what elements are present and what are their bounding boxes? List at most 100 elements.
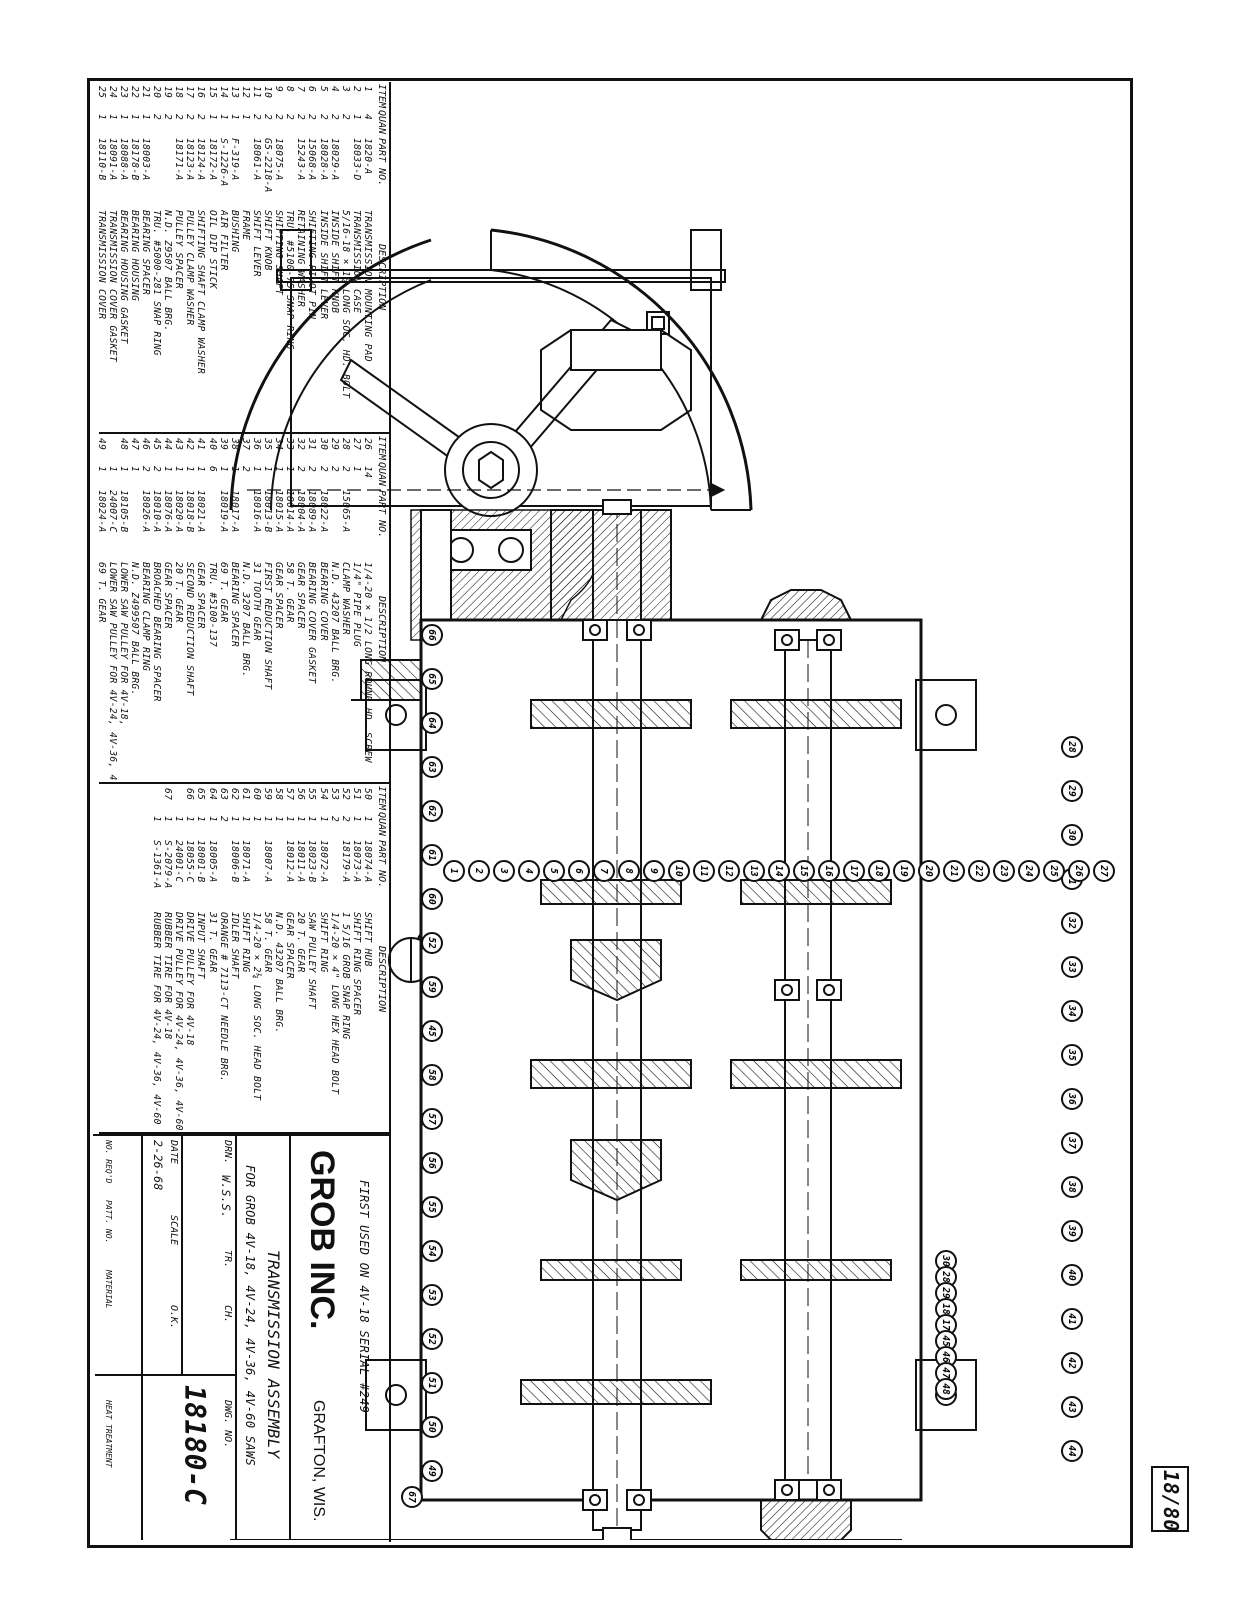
bom-header-item: ITEM	[376, 436, 387, 461]
part-balloon: 15	[793, 860, 815, 882]
bom-item-number: 40	[206, 438, 218, 451]
part-balloon: 12	[718, 860, 740, 882]
part-balloon: 35	[1061, 1044, 1083, 1066]
part-balloon: 16	[818, 860, 840, 882]
bom-item-number: 15	[206, 86, 218, 99]
bom-description: SHIFTING SHAFT CLAMP WASHER	[195, 210, 207, 375]
bom-part-number: 18105-B	[117, 490, 129, 533]
bom-part-number: 15243-A	[295, 138, 307, 181]
bom-quantity: 1	[106, 466, 118, 473]
bom-quantity: 14	[362, 466, 373, 479]
bom-part-number: 18005-A	[206, 840, 218, 883]
part-balloon: 63	[421, 756, 443, 778]
bom-item-number: 10	[262, 86, 274, 99]
bom-quantity: 2	[295, 114, 307, 121]
bom-description: ORANGE # 7113-CT NEEDLE BRG.	[217, 912, 229, 1083]
bom-description: BUSHING	[228, 210, 240, 253]
bom-part-number: 18172-A	[206, 138, 218, 181]
bom-item-number: 18	[173, 86, 185, 99]
part-balloon: 57	[421, 1108, 443, 1130]
label-no-reqd: NO. REQ'D	[104, 1140, 113, 1184]
bom-description: 1/4-20 × 1/2 LONG ROUND HD. SCREW	[362, 562, 373, 763]
bom-quantity: 1	[162, 466, 174, 473]
bom-part-number: 18022-A	[317, 490, 329, 533]
title-vdivider	[95, 1374, 237, 1376]
bom-quantity: 2	[151, 466, 163, 473]
bom-description: GEAR SPACER	[273, 562, 285, 629]
bom-description: FIRST REDUCTION SHAFT	[262, 562, 274, 690]
bom-item-number: 4	[328, 86, 340, 93]
part-balloon: 52	[421, 1328, 443, 1350]
bom-description: BEARING COVER	[317, 562, 329, 641]
label-heat: HEAT TREATMENT	[104, 1400, 113, 1468]
part-balloon: 28	[1061, 736, 1083, 758]
part-balloon: 24	[1018, 860, 1040, 882]
bom-item-number: 38	[228, 438, 240, 451]
part-balloon: 14	[768, 860, 790, 882]
bom-item-number: 1	[362, 86, 373, 93]
bom-quantity: 1	[217, 114, 229, 121]
title-divider	[289, 1134, 291, 1540]
bom-description: 31 T. GEAR	[206, 912, 218, 973]
bom-quantity: 4	[362, 114, 373, 121]
bom-item-number: 65	[195, 788, 207, 801]
assembly-drawing	[229, 228, 977, 1540]
bom-item-number: 58	[273, 788, 285, 801]
bom-part-number: 18178-B	[128, 138, 140, 181]
bom-quantity: 2	[306, 114, 318, 121]
bom-quantity: 1	[284, 466, 296, 473]
bom-quantity: 1	[117, 466, 129, 473]
bom-quantity: 2	[251, 114, 262, 121]
bom-item-number: 34	[273, 438, 285, 451]
bom-quantity: 2	[151, 114, 163, 121]
bom-description: BEARING HOUSING GASKET	[117, 210, 129, 344]
part-balloon: 42	[1061, 1352, 1083, 1374]
part-balloon: 58	[421, 1064, 443, 1086]
part-balloon: 37	[1061, 1132, 1083, 1154]
info-strip-top	[141, 1134, 143, 1540]
part-balloon: 29	[1061, 780, 1083, 802]
bom-part-number: 18017-A	[228, 490, 240, 533]
bom-quantity: 2	[339, 466, 351, 473]
bom-quantity: 2	[317, 466, 329, 473]
part-balloon: 55	[421, 1196, 443, 1218]
bom-part-number: 18013-B	[262, 490, 274, 533]
bom-part-number: 18074-A	[362, 840, 373, 883]
part-balloon: 66	[421, 624, 443, 646]
bom-description: PULLEY SPACER	[173, 210, 185, 289]
bom-item-number: 14	[217, 86, 229, 99]
bom-part-number: 18089-A	[306, 490, 318, 533]
bom-quantity: 1	[295, 816, 307, 823]
part-balloon: 40	[1061, 1264, 1083, 1286]
bom-item-number: 64	[206, 788, 218, 801]
bom-header-quan: QUAN.	[376, 110, 387, 136]
bom-item-number: 55	[306, 788, 318, 801]
bom-description: 1/4" PIPE PLUG	[350, 562, 362, 648]
bom-part-number: 18091-A	[106, 138, 118, 181]
drawing-date: 2-26-68	[151, 1140, 165, 1191]
bom-item-number: 51	[350, 788, 362, 801]
bom-part-number: 18020-A	[173, 490, 185, 533]
bom-item-number: 63	[217, 788, 229, 801]
bom-quantity: 2	[239, 466, 251, 473]
bom-part-number: 18014-A	[284, 490, 296, 533]
bom-part-number: 18179-A	[339, 840, 351, 883]
bom-item-number: 67	[162, 788, 174, 801]
bom-item-number: 29	[328, 438, 340, 451]
part-balloon: 5	[543, 860, 565, 882]
bom-part-number: 18029-A	[328, 138, 340, 181]
bom-part-number: 18003-A	[140, 138, 151, 181]
bom-item-number: 54	[317, 788, 329, 801]
bom-quantity: 1	[262, 816, 274, 823]
bom-header-quan: QUAN.	[376, 812, 387, 838]
part-balloon: 3	[493, 860, 515, 882]
bom-quantity: 2	[328, 114, 340, 121]
bom-quantity: 1	[251, 816, 262, 823]
bom-part-number: 18011-A	[295, 840, 307, 883]
part-balloon: 44	[1061, 1440, 1083, 1462]
company-city: GRAFTON, WIS.	[310, 1400, 327, 1522]
bom-description: SAW PULLEY SHAFT	[306, 912, 318, 1010]
bom-part-number: 18006-B	[228, 840, 240, 883]
